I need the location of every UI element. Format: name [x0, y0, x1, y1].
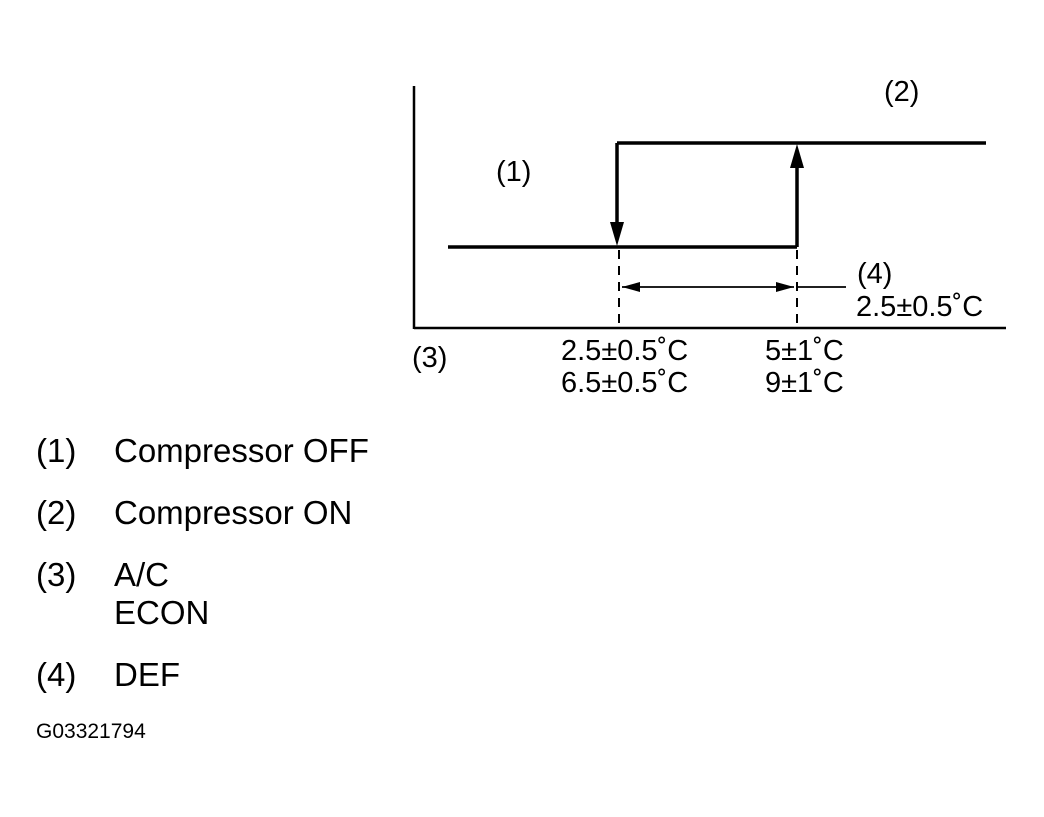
callout-axis: (3) [412, 342, 447, 374]
threshold-low-2: 6.5±0.5˚C [561, 367, 688, 399]
legend: (1) Compressor OFF (2) Compressor ON (3)… [36, 432, 369, 718]
band-right-arrowhead-icon [776, 282, 794, 292]
legend-item: (3) A/C ECON [36, 556, 369, 632]
legend-number: (3) [36, 556, 77, 593]
legend-item: (4) DEF [36, 656, 369, 694]
callout-on: (2) [884, 76, 919, 108]
threshold-low-1: 2.5±0.5˚C [561, 335, 688, 367]
callout-band: (4) [857, 258, 892, 290]
band-value: 2.5±0.5˚C [856, 291, 983, 323]
legend-text: Compressor OFF [114, 432, 369, 469]
up-arrowhead-icon [790, 144, 804, 168]
legend-text: DEF [114, 656, 180, 693]
hysteresis-diagram: (1) (2) (4) 2.5±0.5˚C (3) 2.5±0.5˚C 6.5±… [412, 76, 1006, 399]
legend-text: Compressor ON [114, 494, 353, 531]
legend-number: (2) [36, 494, 77, 531]
figure-id: G03321794 [36, 720, 146, 743]
legend-item: (1) Compressor OFF [36, 432, 369, 470]
legend-number: (4) [36, 656, 77, 693]
legend-text: A/C [114, 556, 170, 593]
threshold-high-1: 5±1˚C [765, 335, 844, 367]
down-arrowhead-icon [610, 222, 624, 246]
band-left-arrowhead-icon [622, 282, 640, 292]
legend-item: (2) Compressor ON [36, 494, 369, 532]
callout-off: (1) [496, 156, 531, 188]
threshold-high-2: 9±1˚C [765, 367, 844, 399]
legend-text: ECON [114, 594, 210, 631]
legend-number: (1) [36, 432, 77, 469]
